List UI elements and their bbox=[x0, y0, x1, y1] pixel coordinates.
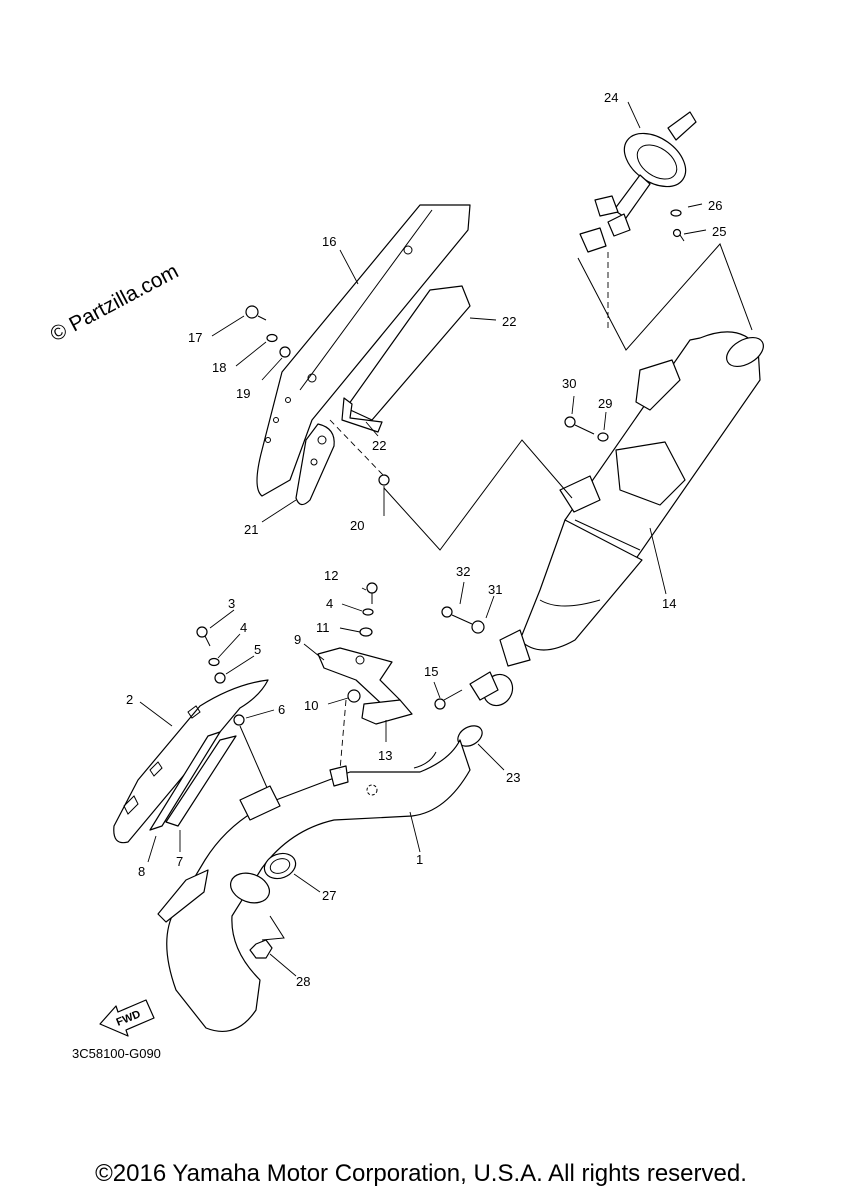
callout-8: 8 bbox=[138, 864, 145, 879]
part-4-washer-a bbox=[208, 657, 220, 667]
part-4-washer-b bbox=[362, 608, 374, 616]
callout-12: 12 bbox=[324, 568, 338, 583]
watermark-text: © Partzilla.com bbox=[47, 260, 183, 347]
callout-20: 20 bbox=[350, 518, 364, 533]
callout-26: 26 bbox=[708, 198, 722, 213]
part-10-damper bbox=[347, 689, 361, 703]
part-5-collar bbox=[214, 672, 226, 684]
leader-lines bbox=[139, 101, 707, 977]
part-7-gasket bbox=[165, 735, 237, 827]
part-13-gasket bbox=[361, 699, 413, 725]
part-14-muffler bbox=[499, 331, 764, 667]
copyright-notice: ©2016 Yamaha Motor Corporation, U.S.A. A… bbox=[95, 1160, 747, 1187]
callout-31: 31 bbox=[488, 582, 502, 597]
callout-5: 5 bbox=[254, 642, 261, 657]
connector-line-6 bbox=[239, 725, 269, 791]
callout-17: 17 bbox=[188, 330, 202, 345]
callout-11: 11 bbox=[316, 620, 330, 635]
fwd-arrow: FWD bbox=[99, 999, 155, 1037]
callout-numbers: 24 26 25 16 17 22 18 19 22 20 21 30 29 1… bbox=[126, 90, 726, 989]
part-11-damper bbox=[359, 627, 373, 637]
callout-32: 32 bbox=[456, 564, 470, 579]
part-2-protector bbox=[113, 679, 269, 844]
diagram-code: 3C58100-G090 bbox=[72, 1046, 161, 1061]
part-1-exhaust-pipe bbox=[157, 739, 471, 1032]
part-20-collar bbox=[378, 474, 390, 486]
callout-24: 24 bbox=[604, 90, 618, 105]
part-30-bolt bbox=[564, 416, 595, 435]
callout-22a: 22 bbox=[502, 314, 516, 329]
callout-14: 14 bbox=[662, 596, 676, 611]
callout-7: 7 bbox=[176, 854, 183, 869]
callout-9: 9 bbox=[294, 632, 301, 647]
connector-line-10 bbox=[339, 699, 347, 771]
part-31-washer bbox=[471, 620, 485, 634]
connector-line-24 bbox=[577, 243, 753, 351]
part-25-bolt bbox=[672, 228, 685, 242]
part-21-shield bbox=[295, 423, 335, 506]
part-15-bolt bbox=[434, 689, 463, 710]
callout-18: 18 bbox=[212, 360, 226, 375]
callout-13: 13 bbox=[378, 748, 392, 763]
callout-22b: 22 bbox=[372, 438, 386, 453]
part-22-gasket-b bbox=[341, 397, 383, 433]
callout-19: 19 bbox=[236, 386, 250, 401]
callout-3: 3 bbox=[228, 596, 235, 611]
callout-23: 23 bbox=[506, 770, 520, 785]
part-12-bolt bbox=[366, 582, 378, 604]
exhaust-diagram: © Partzilla.com bbox=[47, 90, 764, 1061]
connector-line-16 bbox=[383, 439, 573, 551]
callout-21: 21 bbox=[244, 522, 258, 537]
part-3-screw bbox=[196, 626, 211, 647]
callout-1: 1 bbox=[416, 852, 423, 867]
part-32-bolt bbox=[441, 606, 473, 625]
part-16-protector bbox=[256, 204, 471, 497]
callout-25: 25 bbox=[712, 224, 726, 239]
callout-28: 28 bbox=[296, 974, 310, 989]
part-8-gasket bbox=[149, 731, 221, 831]
part-19-collar bbox=[279, 346, 291, 358]
callout-2: 2 bbox=[126, 692, 133, 707]
callout-27: 27 bbox=[322, 888, 336, 903]
part-29-washer bbox=[597, 432, 609, 442]
callout-15: 15 bbox=[424, 664, 438, 679]
callout-16: 16 bbox=[322, 234, 336, 249]
clamp bbox=[469, 671, 514, 707]
callout-10: 10 bbox=[304, 698, 318, 713]
connector-line-28 bbox=[261, 915, 285, 941]
part-24-tailpipe bbox=[579, 111, 697, 253]
part-17-screw bbox=[245, 305, 267, 321]
callout-30: 30 bbox=[562, 376, 576, 391]
callout-4a: 4 bbox=[240, 620, 247, 635]
part-26-washer bbox=[670, 209, 682, 217]
callout-4b: 4 bbox=[326, 596, 333, 611]
callout-29: 29 bbox=[598, 396, 612, 411]
part-18-washer bbox=[266, 333, 278, 343]
callout-6: 6 bbox=[278, 702, 285, 717]
part-6-collar bbox=[233, 714, 245, 726]
part-28-nut bbox=[249, 939, 273, 959]
part-22-gasket-a bbox=[345, 285, 471, 421]
